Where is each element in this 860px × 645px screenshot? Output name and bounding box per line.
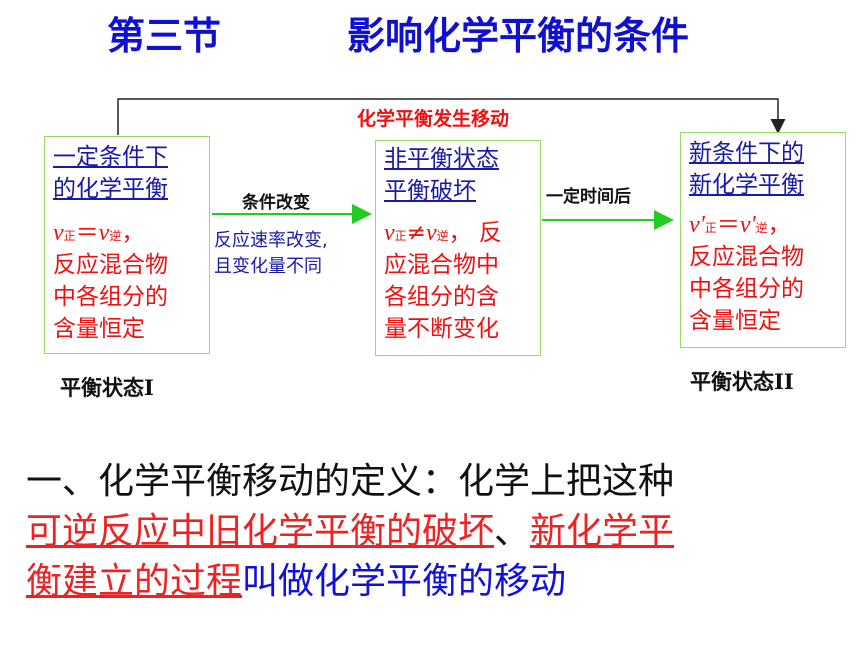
box2-rate-inequality: v正≠v逆， 反	[384, 220, 502, 246]
box1-head-line1: 一定条件下	[53, 144, 168, 170]
box3-body-line3: 含量恒定	[689, 308, 781, 334]
arrow1-label: 条件改变	[242, 193, 310, 213]
definition-separator: 、	[494, 511, 531, 552]
state-label-ii: 平衡状态II	[690, 369, 794, 394]
definition-line1: 一、化学平衡移动的定义：化学上把这种	[26, 461, 675, 502]
box-initial-equilibrium: 一定条件下 的化学平衡 v正＝v逆， 反应混合物 中各组分的 含量恒定	[44, 136, 210, 354]
box2-body-line1: 应混合物中	[384, 252, 499, 278]
box2-body-line3: 量不断变化	[384, 316, 499, 342]
definition-blue-phrase: 叫做化学平衡的移动	[242, 561, 567, 602]
box3-rate-equation: v'正＝v'逆，	[689, 212, 791, 238]
arrow1-note: 反应速率改变, 且变化量不同	[214, 228, 328, 280]
box2-head-line2: 平衡破坏	[384, 178, 476, 204]
box1-rate-equation: v正＝v逆，	[53, 220, 145, 246]
box1-head-line2: 的化学平衡	[53, 176, 168, 202]
state-label-i: 平衡状态I	[60, 375, 154, 400]
arrow2-label: 一定时间后	[546, 187, 631, 207]
box3-head-line1: 新条件下的	[689, 140, 804, 166]
box-non-equilibrium: 非平衡状态 平衡破坏 v正≠v逆， 反 应混合物中 各组分的含 量不断变化	[375, 140, 541, 356]
section-title: 第三节	[107, 14, 222, 58]
definition-red-phrase1: 可逆反应中旧化学平衡的破坏	[26, 511, 495, 552]
box1-body-line2: 中各组分的	[53, 284, 168, 310]
definition-red-phrase2b: 衡建立的过程	[26, 561, 243, 602]
page-title: 影响化学平衡的条件	[347, 14, 690, 58]
box3-body-line2: 中各组分的	[689, 276, 804, 302]
box2-body-line2: 各组分的含	[384, 284, 499, 310]
box3-head-line2: 新化学平衡	[689, 172, 804, 198]
arrow1-note-line2: 且变化量不同	[214, 256, 322, 277]
definition-red-phrase2a: 新化学平	[530, 511, 675, 552]
box1-body-line1: 反应混合物	[53, 252, 168, 278]
box2-head-line1: 非平衡状态	[384, 146, 499, 172]
arrow1-note-line1: 反应速率改变,	[214, 230, 328, 251]
box3-body-line1: 反应混合物	[689, 244, 804, 270]
definition-line2: 可逆反应中旧化学平衡的破坏、新化学平	[26, 508, 674, 556]
box1-body-line3: 含量恒定	[53, 316, 145, 342]
definition-line3: 衡建立的过程叫做化学平衡的移动	[26, 558, 566, 606]
top-arrow-label: 化学平衡发生移动	[357, 108, 510, 130]
box-new-equilibrium: 新条件下的 新化学平衡 v'正＝v'逆， 反应混合物 中各组分的 含量恒定	[680, 132, 846, 348]
top-arrow	[117, 98, 786, 135]
